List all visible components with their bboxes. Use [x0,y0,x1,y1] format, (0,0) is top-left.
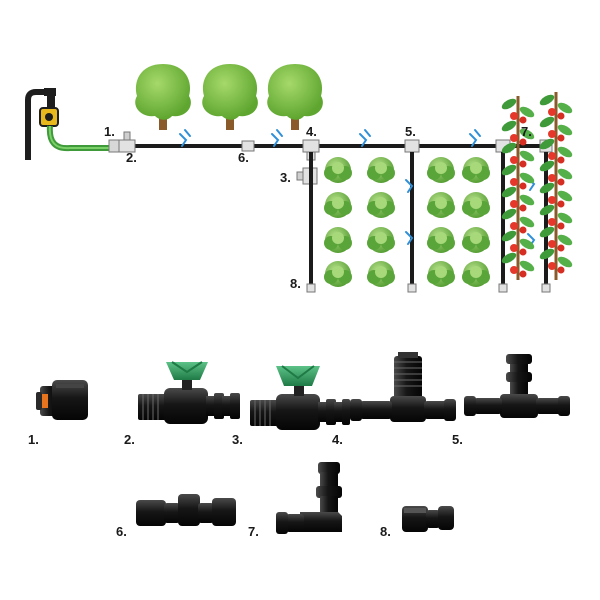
part-7-elbow-icon [276,462,342,534]
cabbage-icon [427,157,455,183]
tomato-plant-icon [501,96,535,280]
cabbage-icon [462,261,490,287]
cabbage-icon [367,261,395,287]
part-label-4: 4. [332,432,343,447]
part-4-tee-icon [350,352,456,422]
tree-icon [202,64,258,130]
end-plug [407,283,417,293]
part-2-valve-icon [138,361,240,424]
schematic-label-6: 6. [238,150,249,165]
fitting-5-tee [404,139,420,153]
fitting-2-valve [118,131,136,153]
part-label-1: 1. [28,432,39,447]
part-label-8: 8. [380,524,391,539]
schematic-label-8: 8. [290,276,301,291]
cabbage-icon [324,227,352,253]
end-plug [498,283,508,293]
cabbage-icon [462,157,490,183]
part-label-2: 2. [124,432,135,447]
part-6-coupler-icon [136,494,236,526]
tree-icon [267,64,323,130]
schematic-label-4: 4. [306,124,317,139]
end-plug [541,283,551,293]
cabbage-icon [462,192,490,218]
fitting-3-valve [296,167,318,185]
part-1-hose-connector-icon [36,380,88,420]
tomato-plant-icon [539,92,573,280]
part-label-7: 7. [248,524,259,539]
part-label-5: 5. [452,432,463,447]
schematic-label-2: 2. [126,150,137,165]
cabbage-icon [324,261,352,287]
cabbage-icon [427,227,455,253]
part-5-tee-icon [464,354,570,418]
cabbage-icon [324,192,352,218]
cabbage-icon [367,192,395,218]
cabbage-icon [324,157,352,183]
cabbage-icon [367,157,395,183]
cabbage-icon [367,227,395,253]
fitting-6-coupler [241,140,255,152]
schematic-label-3: 3. [280,170,291,185]
schematic-label-1: 1. [104,124,115,139]
part-label-6: 6. [116,524,127,539]
part-8-end-plug-icon [402,506,454,532]
end-plug-8 [306,283,316,293]
cabbage-icon [462,227,490,253]
cabbage-grid [324,157,490,287]
schematic-label-5: 5. [405,124,416,139]
part-3-valve-icon [250,365,350,430]
fitting-1 [108,139,120,153]
cabbage-icon [427,261,455,287]
tomato-plants [501,92,573,280]
schematic-label-7: 7. [521,124,532,139]
tree-icon [135,64,191,130]
part-label-3: 3. [232,432,243,447]
cabbage-icon [427,192,455,218]
water-tap-icon [25,88,59,160]
garden-hose [46,125,112,152]
